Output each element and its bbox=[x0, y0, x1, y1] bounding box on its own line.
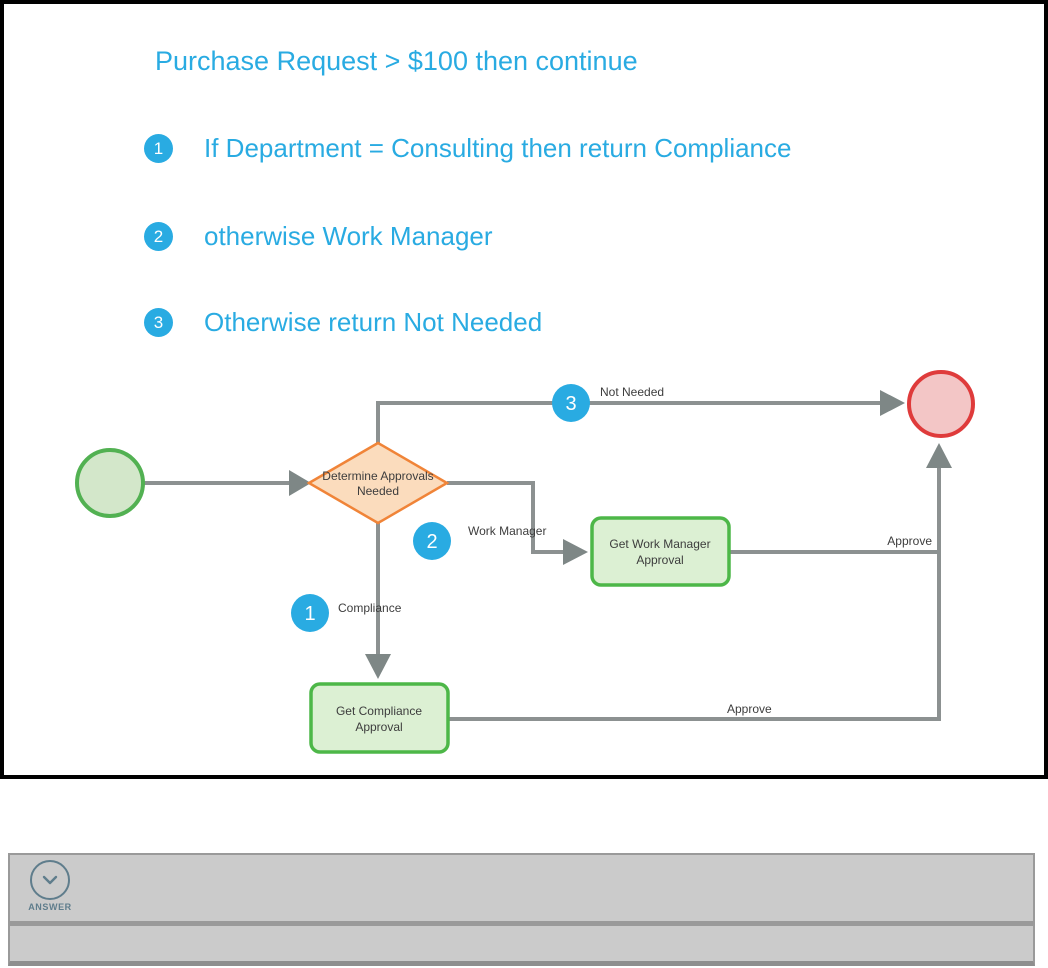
end-event-circle bbox=[907, 370, 975, 438]
edge-not-needed bbox=[376, 401, 882, 443]
arrowhead-into-end-left bbox=[880, 390, 905, 416]
chevron-down-icon[interactable] bbox=[30, 860, 70, 900]
step-item-3: 3 Otherwise return Not Needed bbox=[144, 307, 542, 337]
edge-label-compliance: Compliance bbox=[338, 601, 402, 615]
answer-panel: ANSWER bbox=[8, 853, 1035, 966]
workflow-diagram: Determine Approvals Needed Get Work Mana… bbox=[75, 370, 975, 754]
task-compliance-box bbox=[309, 682, 450, 754]
task-work-manager-line1: Get Work Manager bbox=[609, 537, 710, 551]
diagram-badge-1-circle bbox=[291, 594, 329, 632]
edge-label-approve-work-manager: Approve bbox=[887, 534, 932, 548]
step-2-text: otherwise Work Manager bbox=[204, 220, 493, 251]
diagram-badge-3-number: 3 bbox=[565, 393, 576, 415]
page-title: Purchase Request > $100 then continue bbox=[155, 46, 638, 76]
step-item-2: 2 otherwise Work Manager bbox=[144, 221, 493, 251]
edge-label-work-manager: Work Manager bbox=[468, 524, 546, 538]
edge-label-approve-compliance: Approve bbox=[727, 702, 772, 716]
task-work-manager-box bbox=[590, 516, 731, 587]
arrowhead-into-compliance-task bbox=[365, 654, 391, 679]
decision-label-line1: Determine Approvals bbox=[322, 469, 433, 483]
step-3-badge: 3 bbox=[144, 307, 173, 337]
answer-button-label[interactable]: ANSWER bbox=[28, 902, 72, 912]
diagram-badge-2-circle bbox=[413, 522, 451, 560]
diagram-badge-3-circle bbox=[552, 384, 590, 422]
arrowhead-into-decision bbox=[289, 470, 311, 496]
task-work-manager-line2: Approval bbox=[636, 553, 683, 567]
arrowhead-into-end-bottom bbox=[926, 443, 952, 468]
task-compliance-line2: Approval bbox=[355, 720, 402, 734]
edge-work-manager bbox=[447, 481, 566, 554]
task-compliance-line1: Get Compliance bbox=[336, 704, 422, 718]
decision-diamond bbox=[306, 441, 450, 525]
answer-reveal-button[interactable]: ANSWER bbox=[19, 860, 81, 912]
step-1-badge: 1 bbox=[144, 133, 173, 163]
answer-panel-footer bbox=[10, 926, 1033, 956]
edge-approve-compliance bbox=[448, 468, 941, 721]
step-item-1: 1 If Department = Consulting then return… bbox=[144, 133, 791, 163]
start-event-circle bbox=[75, 448, 145, 518]
answer-panel-header: ANSWER bbox=[10, 855, 1033, 926]
diagram-badge-2-number: 2 bbox=[426, 531, 437, 553]
diagram-badge-1-number: 1 bbox=[304, 603, 315, 625]
edge-label-not-needed: Not Needed bbox=[600, 385, 664, 399]
decision-label-line2: Needed bbox=[357, 484, 399, 498]
step-3-text: Otherwise return Not Needed bbox=[204, 306, 543, 337]
arrowhead-into-work-manager-task bbox=[563, 539, 588, 565]
step-2-badge: 2 bbox=[144, 221, 173, 251]
step-1-text: If Department = Consulting then return C… bbox=[204, 132, 792, 163]
flowchart-image: Purchase Request > $100 then continue 1 … bbox=[0, 0, 1048, 779]
